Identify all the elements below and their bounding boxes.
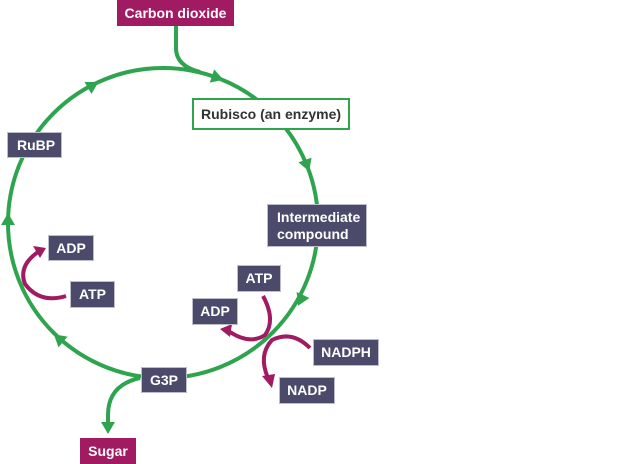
carbon-dioxide-box: Carbon dioxide (117, 0, 234, 26)
adp-left-label: ADP (56, 239, 86, 256)
carbon-dioxide-label: Carbon dioxide (124, 4, 227, 21)
sugar-label: Sugar (88, 442, 128, 459)
arrowhead-left (1, 213, 15, 225)
rubp-box: RuBP (7, 132, 62, 158)
rubp-label: RuBP (17, 136, 56, 153)
right-atp-adp-arrow (228, 295, 272, 342)
rubisco-label: Rubisco (an enzyme) (200, 105, 342, 122)
arrowhead-top (209, 69, 224, 83)
atp-left-label: ATP (79, 286, 106, 302)
arrowhead-right-upper (298, 157, 312, 172)
left-adp-arrowhead (33, 246, 46, 258)
nadph-box: NADPH (313, 339, 379, 366)
sugar-box: Sugar (80, 438, 136, 464)
g3p-box: G3P (141, 367, 187, 393)
right-adp-arrowhead (220, 324, 232, 337)
nadph-nadp-arrow (261, 334, 312, 379)
co2-input-arrow (174, 26, 201, 74)
arrowhead-bottom-left (53, 334, 68, 348)
nadph-label: NADPH (321, 344, 371, 360)
atp-right-box: ATP (237, 265, 281, 292)
nadp-arrowhead (262, 374, 275, 388)
left-atp-adp-arrow (21, 250, 67, 301)
intermediate-compound-box: Intermediate compound (267, 204, 367, 247)
sugar-output-arrow (106, 376, 141, 425)
g3p-label: G3P (149, 371, 178, 388)
cycle-arrowheads (1, 69, 312, 348)
intermediate-compound-label: Intermediate compound (277, 208, 361, 242)
atp-right-label: ATP (245, 270, 273, 286)
adp-right-label: ADP (200, 303, 230, 319)
adp-right-box: ADP (192, 298, 238, 325)
atp-left-box: ATP (70, 281, 115, 308)
rubisco-box: Rubisco (an enzyme) (192, 98, 350, 130)
arrowhead-right-lower (296, 292, 310, 306)
sugar-arrowhead (101, 422, 115, 434)
nadp-box: NADP (279, 377, 335, 404)
arrowhead-top-left (84, 81, 99, 95)
nadp-label: NADP (287, 382, 327, 398)
adp-left-box: ADP (48, 235, 94, 261)
